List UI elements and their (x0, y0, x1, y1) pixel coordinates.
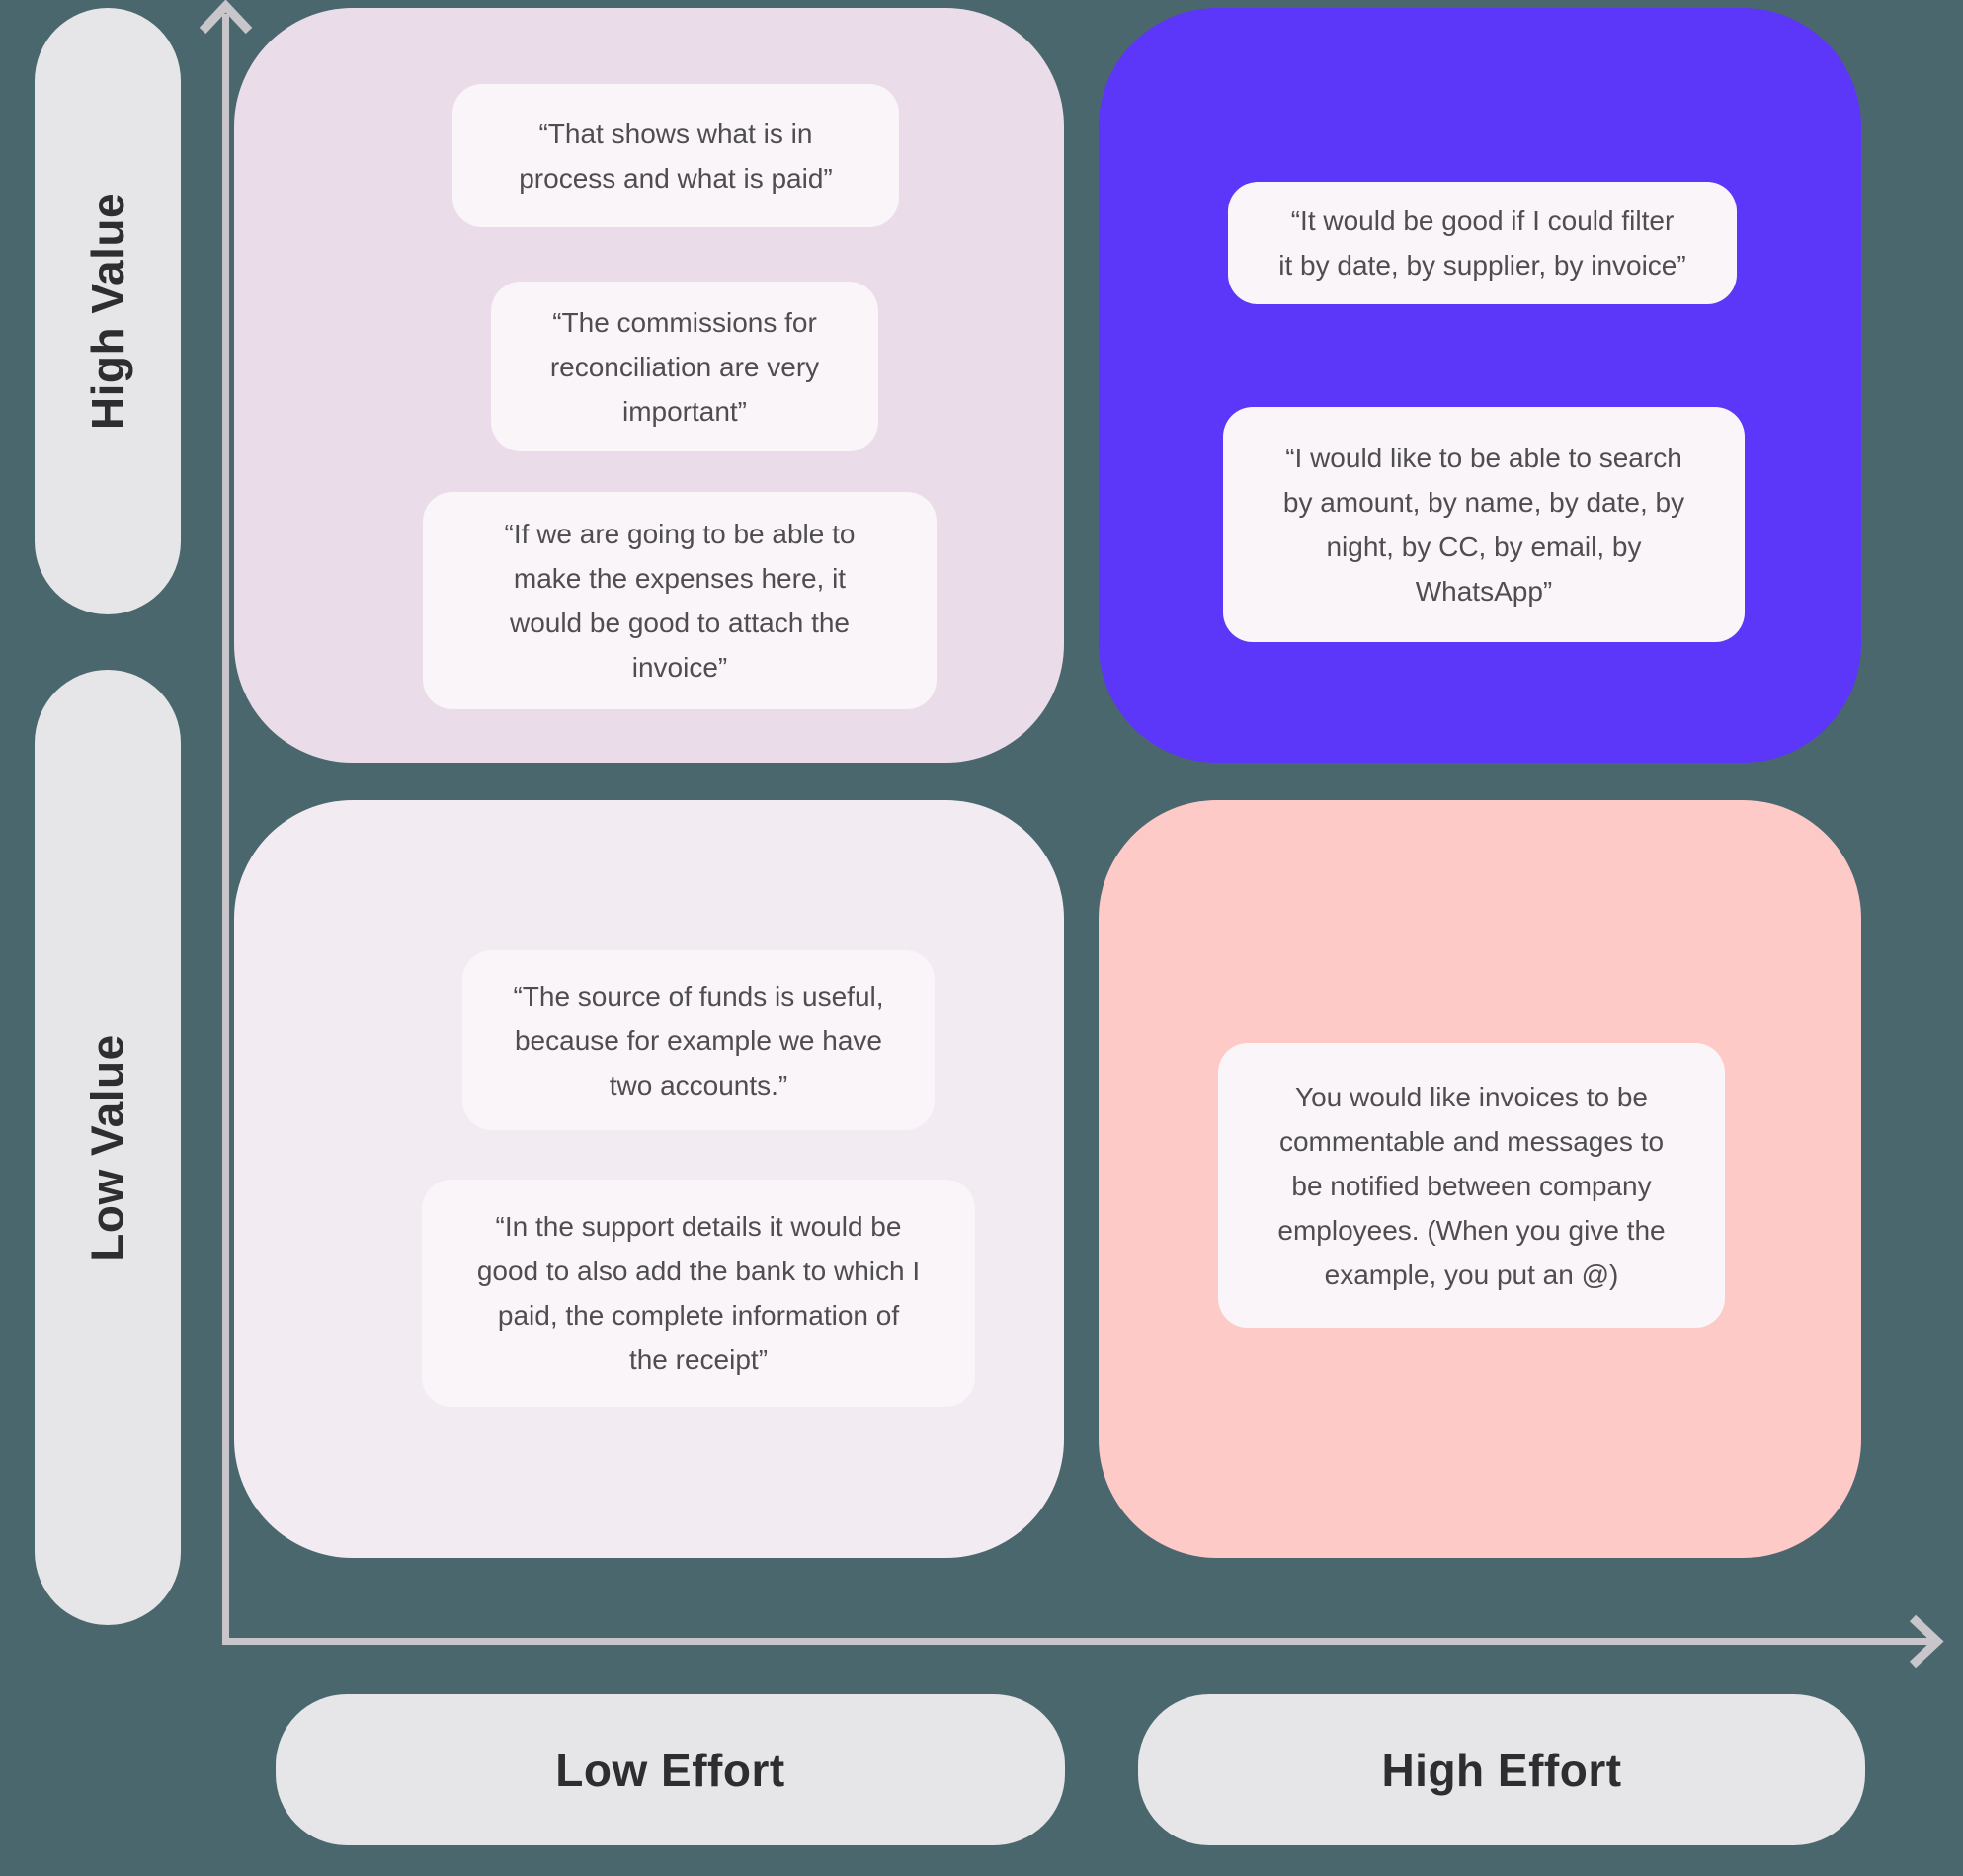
quote-card: You would like invoices to be commentabl… (1218, 1043, 1725, 1328)
y-axis-label-low-value: Low Value (35, 670, 181, 1625)
high-effort-label: High Effort (1381, 1744, 1622, 1796)
low-effort-label: Low Effort (555, 1744, 785, 1796)
quote-card: “The commissions for reconciliation are … (491, 282, 878, 451)
quadrant-low-value-low-effort (234, 800, 1064, 1558)
right-arrow-icon (1909, 1614, 1944, 1669)
quadrant-high-value-high-effort (1099, 8, 1861, 763)
high-value-label: High Value (82, 192, 134, 431)
up-arrow-icon (199, 0, 253, 35)
x-axis-label-high-effort: High Effort (1138, 1694, 1865, 1845)
x-axis-label-low-effort: Low Effort (276, 1694, 1065, 1845)
quote-card: “The source of funds is useful, because … (462, 950, 935, 1130)
quote-card: “That shows what is in process and what … (452, 84, 899, 227)
quote-card: “In the support details it would be good… (422, 1180, 975, 1407)
quote-card: “It would be good if I could filter it b… (1228, 182, 1737, 304)
y-axis-label-high-value: High Value (35, 8, 181, 614)
quote-card: “I would like to be able to search by am… (1223, 407, 1745, 642)
quote-card: “If we are going to be able to make the … (423, 492, 937, 709)
low-value-label: Low Value (82, 1033, 134, 1262)
